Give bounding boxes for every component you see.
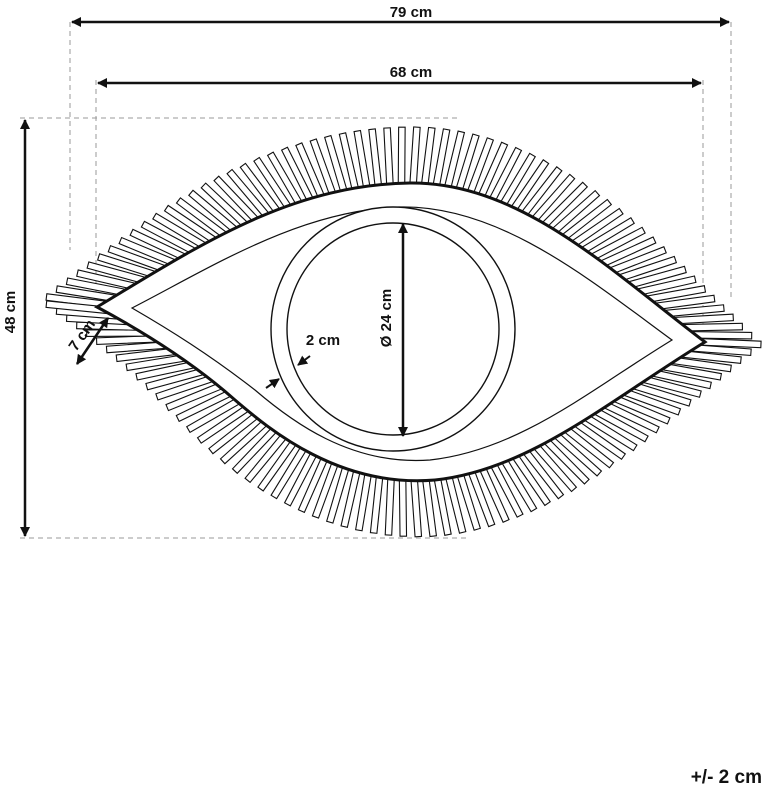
fringe-stick [397, 126, 406, 190]
fringe-stick [398, 473, 408, 537]
overall-width-label: 79 cm [390, 4, 433, 21]
fringe-stick [369, 470, 384, 534]
height-label: 48 cm [2, 291, 19, 334]
fringe-stick [384, 472, 396, 536]
fringe-stick [420, 126, 436, 191]
fringe-stick [368, 128, 383, 192]
thickness-label: 2 cm [306, 332, 340, 349]
thickness-arrow-left [265, 378, 280, 389]
fringe-length-arrow [75, 317, 110, 365]
dimension-arrows [20, 17, 730, 537]
frame-width-label: 68 cm [390, 64, 433, 81]
thickness-arrow-right [297, 355, 311, 366]
eye-frame-inner [130, 206, 674, 462]
fringe-stick [410, 473, 423, 538]
fringe-stick [421, 473, 438, 538]
fringe-stick [408, 126, 421, 190]
fringe-stick [383, 127, 395, 191]
tolerance-note: +/- 2 cm [690, 767, 762, 788]
diameter-label: Ø 24 cm [378, 289, 395, 347]
mirror-ring-inner [286, 222, 500, 436]
